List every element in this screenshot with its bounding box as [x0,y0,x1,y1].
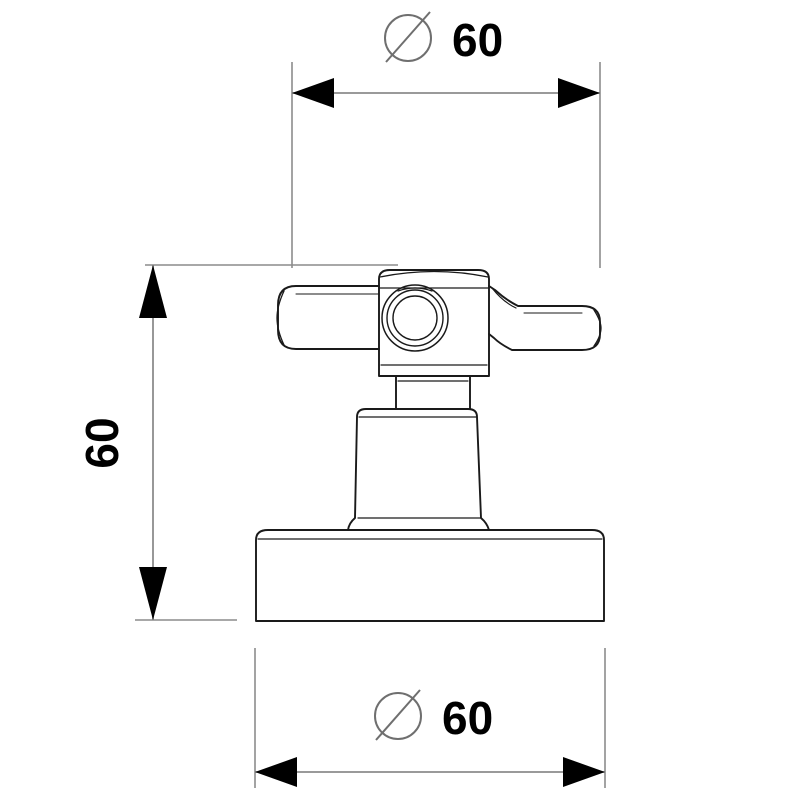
hub-boss-outer-circle [381,284,449,352]
left-dimension-group: 60 [76,264,398,621]
handle-arm-left-outline [277,285,380,350]
hub-top-curve-line [379,270,489,278]
center-hub-outline [378,269,490,377]
product-outline-group [255,269,605,622]
top-arrow-right [558,78,600,108]
top-dimension-group: 60 [291,11,601,268]
handle-arm-right-end-seam [593,309,602,347]
hub-boss-inner-circle [392,295,438,341]
base-flange-outline [255,529,605,622]
diameter-circle-bottom-icon [374,692,422,740]
left-arrow-bottom [139,567,167,620]
left-dimension-value: 60 [76,417,128,468]
top-arrow-left [292,78,334,108]
diameter-symbol-top [384,11,432,63]
hub-right-fillet-line [491,287,517,309]
bottom-dimension-group: 60 [254,648,606,788]
bottom-dimension-value: 60 [442,692,493,744]
tapered-body-outline [347,408,490,531]
hub-boss-top-arc [397,287,433,292]
left-arrow-top [139,265,167,318]
diameter-slash-bottom-icon [375,689,421,741]
diameter-slash-top-icon [385,11,431,63]
hub-boss-mid-circle [386,289,444,347]
handle-arm-right-outline [488,285,601,351]
bottom-arrow-left [255,757,297,787]
diameter-symbol-bottom [374,689,422,741]
bottom-arrow-right [563,757,605,787]
handle-arm-left-end-seam [276,290,285,346]
top-dimension-value: 60 [452,14,503,66]
diameter-circle-top-icon [384,14,432,62]
